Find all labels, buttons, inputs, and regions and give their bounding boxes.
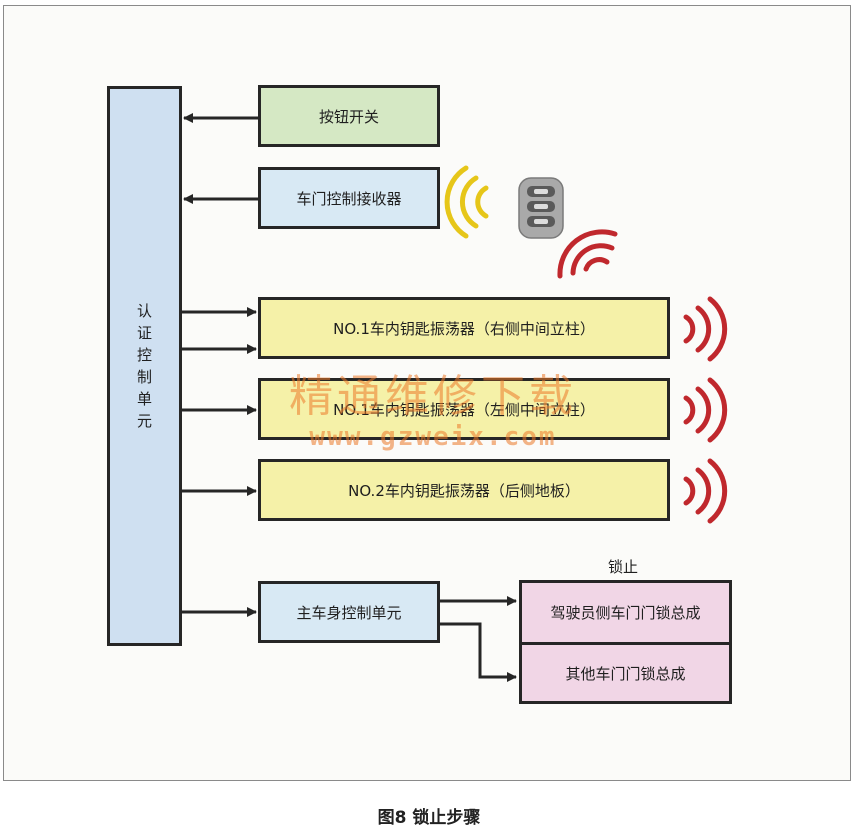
signal-wave-icon [683,377,728,443]
arrow-main-to-other-lock [440,622,517,682]
auth-control-unit: 认 证 控 制 单 元 [107,86,182,646]
other-door-lock-box: 其他车门门锁总成 [519,642,732,704]
main-body-ecu-box: 主车身控制单元 [258,581,440,643]
figure-caption: 图8 锁止步骤 [377,808,481,828]
auth-char-2: 证 [136,324,152,342]
auth-char-5: 单 [136,390,152,408]
auth-char-3: 控 [136,346,152,364]
button-switch-box: 按钮开关 [258,85,440,147]
door-receiver-box: 车门控制接收器 [258,167,440,229]
oscillator-box-2: NO.1车内钥匙振荡器（左侧中间立柱） [258,378,670,440]
signal-wave-icon [683,458,728,524]
auth-char-1: 认 [136,302,152,320]
key-fob-icon [518,177,564,239]
oscillator-box-1: NO.1车内钥匙振荡器（右侧中间立柱） [258,297,670,359]
auth-char-6: 元 [136,412,152,430]
lock-label: 锁止 [608,558,639,576]
auth-char-4: 制 [136,368,152,386]
signal-wave-icon [557,229,618,279]
signal-wave-icon [683,296,728,362]
oscillator-box-3: NO.2车内钥匙振荡器（后侧地板） [258,459,670,521]
driver-door-lock-box: 驾驶员侧车门门锁总成 [519,580,732,645]
signal-wave-icon [444,165,489,239]
